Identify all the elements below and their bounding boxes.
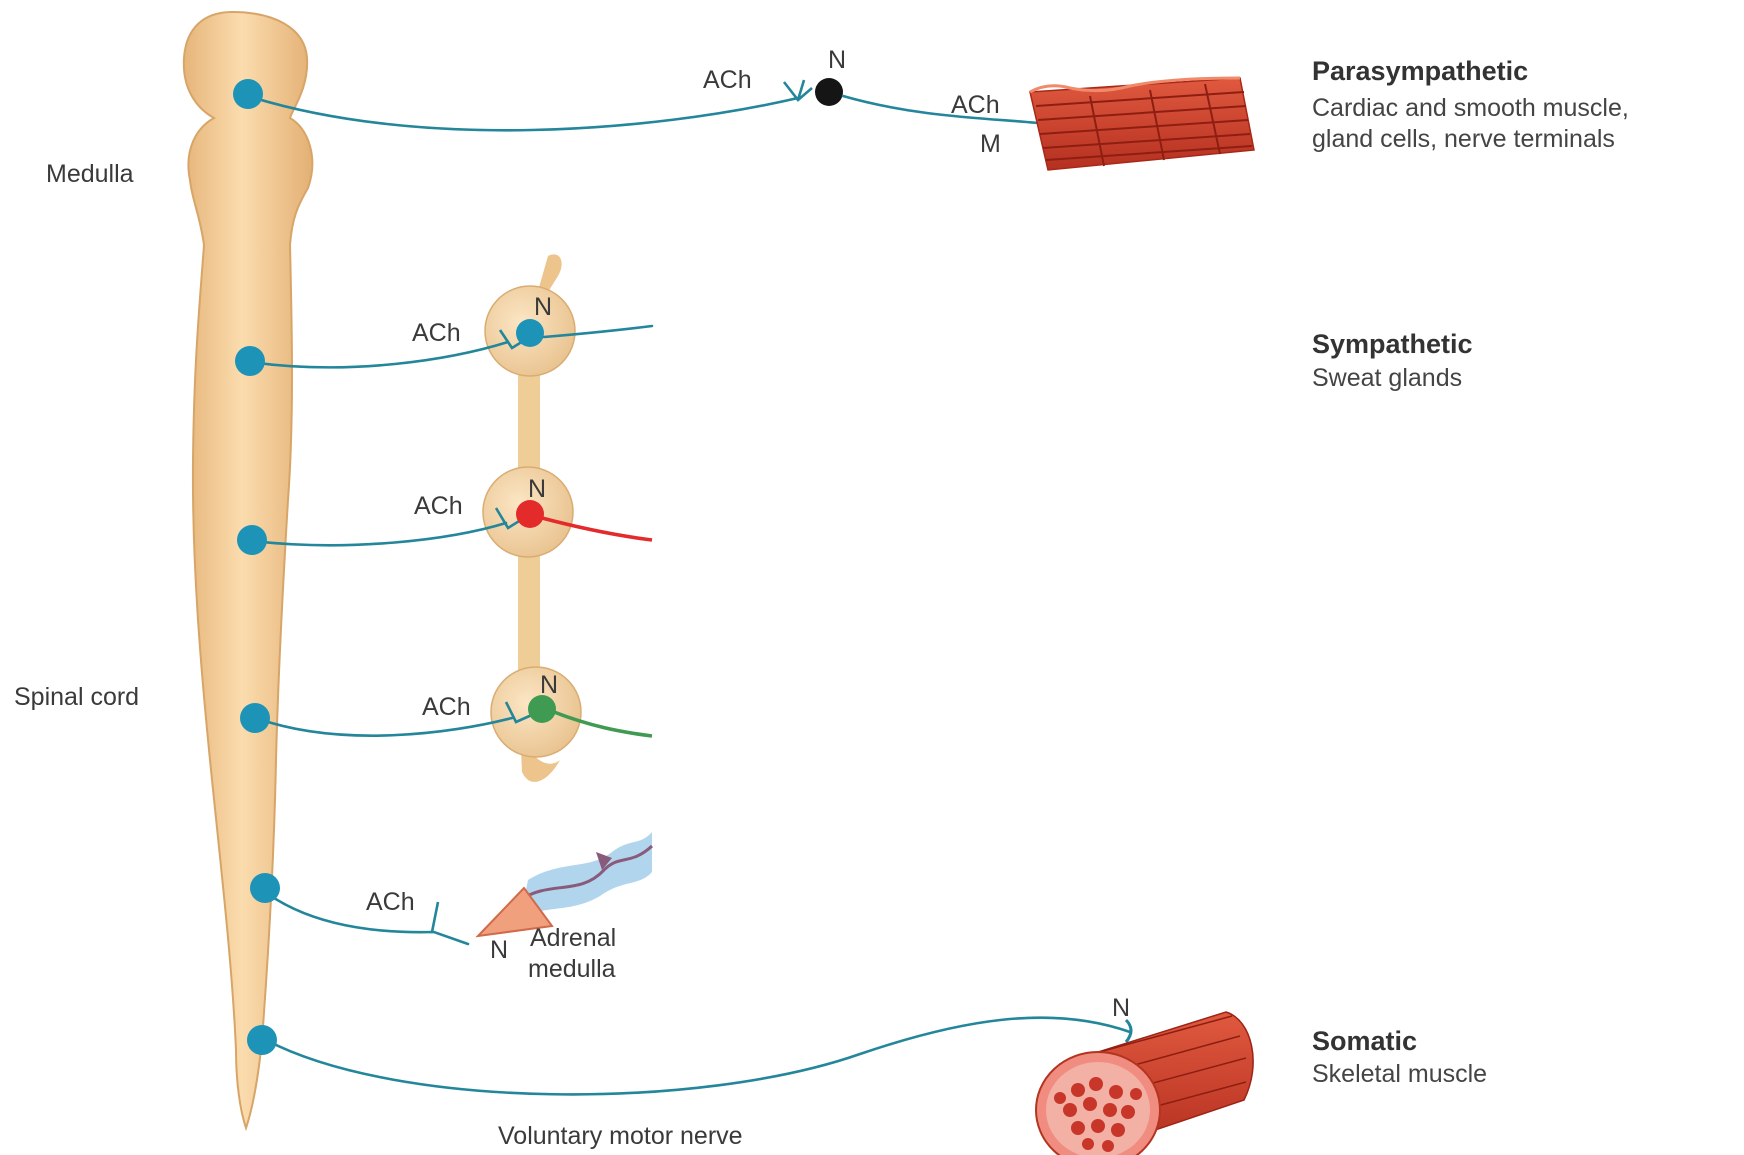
- somatic-desc-line1: Skeletal muscle: [1312, 1060, 1487, 1088]
- voluntary-motor-nerve-label: Voluntary motor nerve: [498, 1122, 743, 1150]
- adrenal-label-line2: medulla: [528, 955, 616, 983]
- somatic-title: Somatic: [1312, 1026, 1417, 1056]
- parasympathetic-title: Parasympathetic: [1312, 56, 1528, 86]
- n-label-symp-1: N: [534, 293, 552, 321]
- ach-label-adrenal: ACh: [366, 888, 415, 916]
- parasympathetic-desc-line1: Cardiac and smooth muscle,: [1312, 94, 1629, 122]
- adrenal-blood-vessel: [520, 832, 652, 920]
- ganglion-cell-2: [516, 500, 544, 528]
- smooth-muscle-tissue: [1030, 78, 1254, 170]
- parasympathetic-synapse: [784, 80, 812, 100]
- skeletal-muscle: [1036, 1012, 1253, 1155]
- spinal-cord-shape: [184, 12, 312, 1128]
- ach-label-para-post: ACh: [951, 91, 1000, 119]
- ach-label-symp-3: ACh: [422, 693, 471, 721]
- adrenal-synapse: [432, 902, 438, 932]
- parasympathetic-ganglion-cell: [815, 78, 843, 106]
- sympathetic-preganglionic-fiber-3: [256, 718, 512, 736]
- medulla-label: Medulla: [46, 160, 134, 188]
- n-label-symp-2: N: [528, 475, 546, 503]
- parasympathetic-preganglionic-fiber: [248, 96, 798, 130]
- n-label-somatic: N: [1112, 994, 1130, 1022]
- spinal-cord-label: Spinal cord: [14, 683, 139, 711]
- voluntary-motor-nerve-fiber: [266, 1018, 1130, 1095]
- ganglion-cell-3: [528, 695, 556, 723]
- sympathetic-desc-line1: Sweat glands: [1312, 364, 1462, 392]
- sympathetic-title: Sympathetic: [1312, 329, 1473, 359]
- ach-label-symp-1: ACh: [412, 319, 461, 347]
- n-label-adrenal: N: [490, 936, 508, 964]
- sympathetic-preganglionic-fiber-2: [252, 523, 506, 545]
- ganglion-cell-1: [516, 319, 544, 347]
- parasympathetic-postganglionic-fiber: [843, 96, 1050, 124]
- adrenal-label-line1: Adrenal: [530, 924, 616, 952]
- parasympathetic-desc-line2: gland cells, nerve terminals: [1312, 125, 1615, 153]
- ach-label-para-pre: ACh: [703, 66, 752, 94]
- ach-label-symp-2: ACh: [414, 492, 463, 520]
- m-label-para: M: [980, 130, 1001, 158]
- n-label-symp-3: N: [540, 671, 558, 699]
- adrenal-preganglionic-fiber: [260, 888, 468, 944]
- n-label-para: N: [828, 46, 846, 74]
